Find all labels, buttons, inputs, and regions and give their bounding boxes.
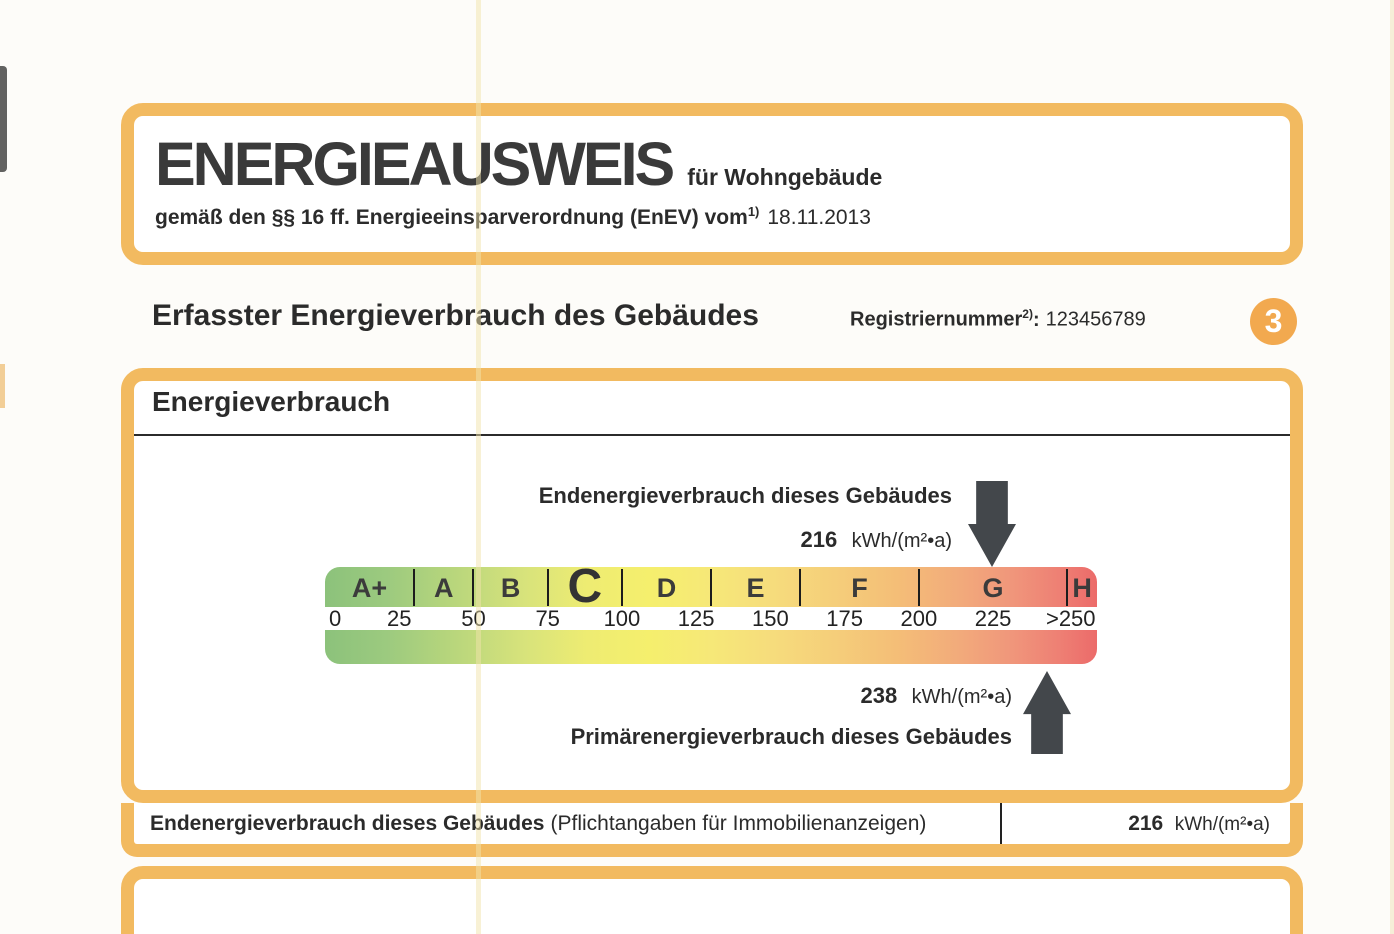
primary-energy-number: 238 [860,683,898,708]
scale-number-225: 225 [974,606,1012,631]
scale-number-200: 200 [900,606,938,631]
scale-number-150: 150 [752,606,789,631]
primary-energy-unit: kWh/(m²•a) [911,686,1012,708]
scan-edge-strip [1390,0,1394,934]
mandatory-info-number: 216 [1128,811,1164,835]
scale-tick-130 [710,569,712,606]
scale-number-175: 175 [826,606,863,631]
scale-tick-50 [472,569,475,606]
scale-letter-g: G [982,573,1004,603]
footnote-marker-1: 1) [747,204,760,219]
scale-letter-f: F [851,573,868,603]
scale-letter-d: D [656,573,677,603]
registration-colon: : [1032,308,1040,331]
mandatory-info-label-bold: Endenergieverbrauch dieses Gebäudes [150,811,545,835]
scale-number-gt250: >250 [1045,606,1096,631]
scale-tick-200 [917,569,920,606]
registration-value: 123456789 [1045,308,1146,331]
scale-number-50: 50 [461,606,486,631]
regulation-line: gemäß den §§ 16 ff. Energieeinsparverord… [155,204,1290,230]
scale-letter-a: A [434,573,454,603]
scale-number-25: 25 [386,606,412,631]
scale-number-100: 100 [603,606,641,631]
mandatory-info-unit: kWh/(m²•a) [1174,813,1270,835]
header-box: ENERGIEAUSWEIS für Wohngebäude gemäß den… [121,103,1303,265]
scan-crease-line [476,0,481,934]
scan-edge-mark [0,66,7,172]
title-row: ENERGIEAUSWEIS für Wohngebäude [155,134,1290,195]
scale-number-75: 75 [535,606,560,631]
down-arrow-icon [968,481,1016,567]
regulation-date: 18.11.2013 [767,206,871,229]
regulation-text: gemäß den §§ 16 ff. Energieeinsparverord… [155,206,748,229]
up-arrow-icon [1023,671,1071,754]
end-energy-unit: kWh/(m²•a) [851,530,952,552]
scale-letter-b: B [500,573,521,603]
document-subtitle: für Wohngebäude [687,164,883,190]
scale-tick-250 [1066,569,1069,606]
panel-title: Energieverbrauch [152,386,391,417]
section-heading: Erfasster Energieverbrauch des Gebäudes [152,299,759,332]
primary-energy-label: Primärenergieverbrauch dieses Gebäudes [570,724,1012,749]
panel-divider-line [134,434,1290,436]
energy-scale-bar: 0 25 50 75 100 125 150 175 200 225 >250 A+ A B C D E F G H [325,567,1097,664]
primary-energy-value: 238 kWh/(m²•a) [861,683,1013,709]
scale-letter-aplus: A+ [351,573,388,603]
next-section-box [121,866,1303,934]
energy-consumption-panel: Energieverbrauch Endenergieverbrauch die… [121,368,1303,803]
scale-number-0: 0 [329,606,342,631]
scan-edge-mark-2 [0,364,5,408]
end-energy-label: Endenergieverbrauch dieses Gebäudes [538,483,952,508]
document-title: ENERGIEAUSWEIS [155,130,675,198]
mandatory-info-label-normal: (Pflichtangaben für Immobilienanzeigen) [550,811,927,835]
registration-label: Registriernummer [850,308,1023,331]
footnote-marker-2: 2) [1022,307,1033,321]
scale-letter-e: E [746,573,765,603]
mandatory-info-label: Endenergieverbrauch dieses Gebäudes(Pfli… [150,812,926,836]
scale-letter-h: H [1072,573,1092,603]
end-energy-number: 216 [800,527,838,552]
registration-number: Registriernummer2):123456789 [850,307,1146,332]
scale-tick-100 [620,569,623,606]
scale-tick-75 [546,569,549,606]
scale-number-band: 0 25 50 75 100 125 150 175 200 225 >250 [325,606,1097,631]
scale-letter-c: C [567,567,603,613]
scale-tick-160 [799,569,802,606]
scale-tick-30 [413,569,416,606]
mandatory-info-row: Endenergieverbrauch dieses Gebäudes(Pfli… [121,803,1303,857]
mandatory-info-value: 216 kWh/(m²•a) [1128,812,1270,836]
row-divider-line [1000,803,1002,844]
scale-number-125: 125 [677,606,715,631]
page-number-badge: 3 [1250,298,1297,345]
end-energy-value: 216 kWh/(m²•a) [801,527,953,553]
